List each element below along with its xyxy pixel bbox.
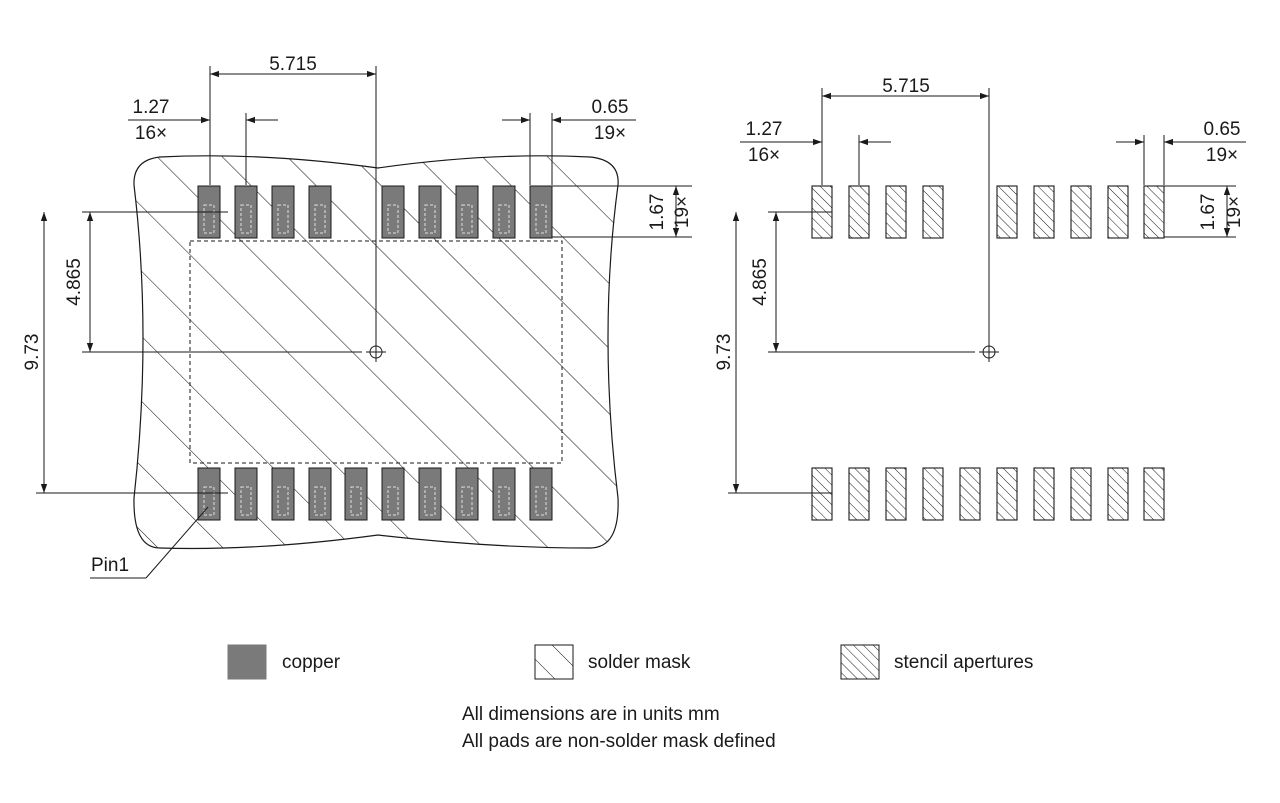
stencil-aperture [996,185,1018,239]
dim-label-pad-pitch-count: 16× [748,145,780,166]
note-units: All dimensions are in units mm [462,704,720,725]
left-footprint-view: 5.715 1.27 16× 0.65 19× 1.67 19× 4.865 9… [22,54,693,579]
package-lead-outline [461,204,473,234]
stencil-aperture [1107,467,1129,521]
dim-label-pad-length: 1.67 [647,194,668,231]
stencil-aperture [1070,467,1092,521]
dim-label-pad-length: 1.67 [1198,194,1219,231]
dim-label-pitch: 5.715 [269,54,317,75]
right-stencil-view: 5.715 1.27 16× 0.65 19× 1.67 19× 4.865 9… [714,76,1246,521]
package-lead-outline [498,486,510,516]
dim-label-pad-width-count: 19× [1206,145,1238,166]
stencil-aperture [811,467,833,521]
stencil-aperture [1070,185,1092,239]
dim-label-half-height: 4.865 [64,258,85,306]
dim-label-pad-length-count: 19× [672,196,693,228]
copper-pad [271,467,295,521]
legend-stencil-label: stencil apertures [894,652,1033,673]
dim-label-pad-pitch-count: 16× [135,123,167,144]
copper-pad [308,467,332,521]
package-lead-outline [203,486,215,516]
legend-solder-mask-label: solder mask [588,652,691,673]
stencil-aperture [885,185,907,239]
copper-pad [529,467,553,521]
pin1-leader [145,506,209,579]
legend-copper-swatch [227,644,267,680]
left-copper-pads [197,185,553,521]
right-stencil-apertures [811,185,1165,521]
stencil-aperture [922,467,944,521]
package-lead-outline [498,204,510,234]
package-lead-outline [387,204,399,234]
package-lead-outline [387,486,399,516]
legend-copper-label: copper [282,652,341,673]
package-lead-outline [314,204,326,234]
dim-label-pad-width-count: 19× [594,123,626,144]
dim-label-full-height: 9.73 [714,334,735,371]
stencil-aperture [848,185,870,239]
package-lead-outline [535,204,547,234]
package-lead-outline [277,486,289,516]
stencil-aperture [1143,467,1165,521]
dim-label-pad-length-count: 19× [1224,196,1245,228]
stencil-aperture [959,467,981,521]
copper-pad [271,185,295,239]
package-lead-outline [424,204,436,234]
stencil-aperture [885,467,907,521]
dim-label-pad-pitch: 1.27 [133,97,170,118]
stencil-aperture [1143,185,1165,239]
stencil-aperture [1033,185,1055,239]
copper-pad [197,467,221,521]
dim-label-pad-width: 0.65 [1204,119,1241,140]
stencil-aperture [1033,467,1055,521]
package-lead-outline [203,204,215,234]
package-lead-outline [535,486,547,516]
copper-pad [529,185,553,239]
dim-label-full-height: 9.73 [22,334,43,371]
copper-pad [418,185,442,239]
dim-label-half-height: 4.865 [750,258,771,306]
package-lead-outline [461,486,473,516]
note-pads: All pads are non-solder mask defined [462,731,776,752]
stencil-aperture [1107,185,1129,239]
copper-pad [344,467,368,521]
copper-pad [492,467,516,521]
copper-pad [381,467,405,521]
dim-label-pitch: 5.715 [882,76,930,97]
package-lead-outline [240,204,252,234]
legend-stencil-swatch [840,644,880,680]
dim-label-pad-width: 0.65 [592,97,629,118]
stencil-aperture [848,467,870,521]
package-lead-outline [240,486,252,516]
package-lead-outline [314,486,326,516]
copper-pad [234,185,258,239]
copper-pad [455,185,479,239]
package-lead-outline [424,486,436,516]
dim-label-pad-pitch: 1.27 [746,119,783,140]
package-lead-outline [350,486,362,516]
copper-pad [234,467,258,521]
legend-solder-mask-swatch [534,644,574,680]
copper-pad [308,185,332,239]
copper-pad [455,467,479,521]
package-lead-outline [277,204,289,234]
stencil-aperture [996,467,1018,521]
legend: copper solder mask stencil apertures [227,644,1033,680]
pin1-label: Pin1 [91,555,129,576]
copper-pad [492,185,516,239]
copper-pad [418,467,442,521]
stencil-aperture [922,185,944,239]
copper-pad [381,185,405,239]
